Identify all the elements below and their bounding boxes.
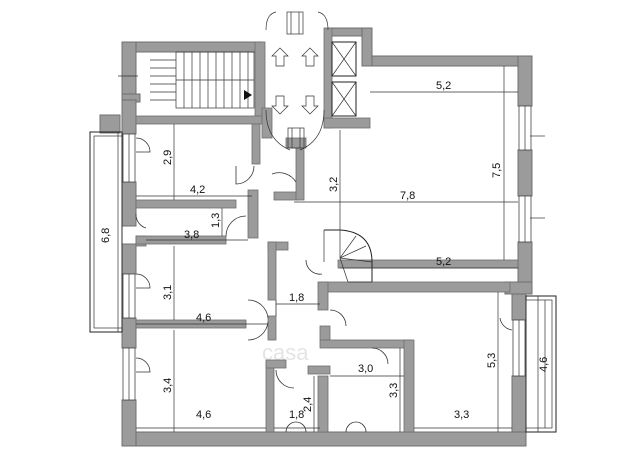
- dim-room3-height: 3,4: [162, 378, 174, 393]
- dim-bath-width: 3,8: [184, 229, 199, 241]
- dim-balcony-left: 6,8: [100, 228, 112, 243]
- elevator-landing: [265, 11, 357, 151]
- dim-main-width: 5,2: [436, 80, 451, 92]
- dim-room3-width: 4,6: [196, 409, 211, 421]
- dim-balcony-right: 4,6: [538, 357, 550, 372]
- dim-room-right-height: 5,3: [486, 353, 498, 368]
- dim-room2-height: 3,1: [162, 285, 174, 300]
- dim-small-height: 2,4: [302, 397, 314, 412]
- up-arrow-icon: [301, 47, 319, 67]
- down-arrow-icon: [271, 95, 289, 115]
- balcony-right: [525, 295, 557, 433]
- dim-small-width: 1,8: [289, 409, 304, 421]
- dim-room1-height: 2,9: [162, 150, 174, 165]
- up-arrow-icon: [271, 47, 289, 67]
- dim-corridor-height: 3,2: [328, 177, 340, 192]
- balcony-left: [89, 131, 123, 333]
- windows: [118, 75, 545, 401]
- dim-main-height: 7,5: [491, 163, 503, 178]
- dim-bottom-right-width: 5,2: [436, 256, 451, 268]
- dim-bath-height: 1,3: [210, 213, 222, 228]
- dim-hall-width: 1,8: [289, 292, 304, 304]
- dim-kitchen-width: 3,0: [358, 363, 373, 375]
- spiral-staircase: [323, 229, 373, 283]
- dimension-lines: [117, 66, 539, 432]
- dim-main-lower-width: 7,8: [400, 190, 415, 202]
- down-arrow-icon: [301, 95, 319, 115]
- dimension-labels: 5,2 7,5 7,8 3,2 5,2 2,9 4,2 1,3 3,8 6,8 …: [100, 80, 550, 421]
- dim-room2-width: 4,6: [196, 312, 211, 324]
- doors: [135, 137, 513, 433]
- dim-room-right-width: 3,3: [454, 409, 469, 421]
- main-staircase: [150, 51, 255, 109]
- dim-kitchen-height: 3,3: [388, 383, 400, 398]
- dim-room1-width: 4,2: [190, 184, 205, 196]
